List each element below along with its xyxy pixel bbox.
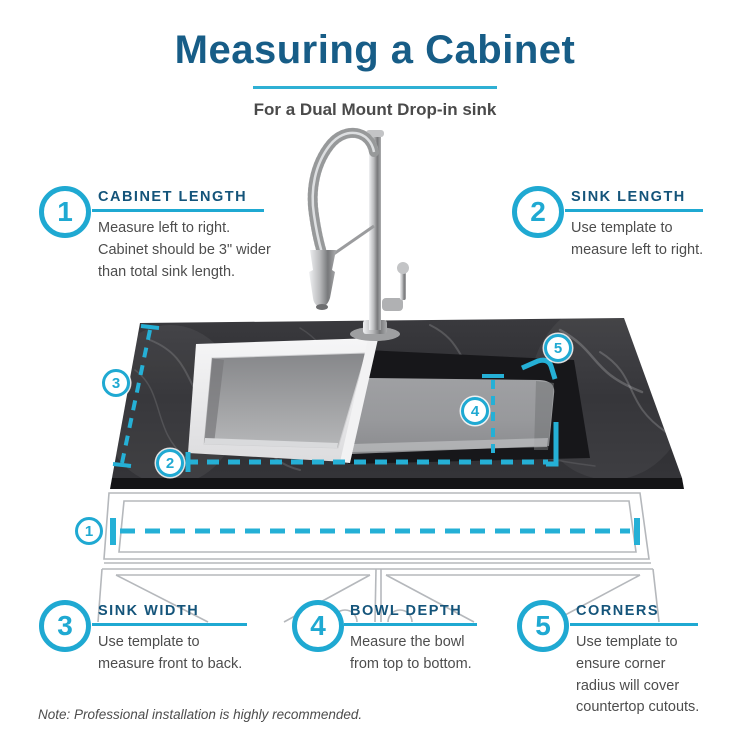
callout-5-rule [570,623,698,626]
callout-3-title: SINK WIDTH [98,603,200,619]
callout-5-circle: 5 [517,600,569,652]
callout-5-title: CORNERS [576,603,660,619]
callout-5-text: Use template to ensure corner radius wil… [576,634,700,716]
page-subtitle: For a Dual Mount Drop-in sink [253,100,497,119]
callout-3-circle: 3 [39,600,91,652]
callout-3-number: 3 [57,610,73,641]
left-sink-bowl [188,338,374,462]
callout-3-text: Use template to measure front to back. [98,634,243,672]
callout-3-rule [92,623,247,626]
callout-4: BOWL DEPTH Measure the bowl from top to … [344,603,477,676]
callout-5: CORNERS Use template to ensure corner ra… [570,603,700,719]
callout-4-text: Measure the bowl from top to bottom. [350,634,472,672]
callout-2-title: SINK LENGTH [571,189,686,205]
measurement-lines [110,324,640,545]
footer-note: Note: Professional installation is highl… [38,707,363,722]
bowl-divider [340,339,378,463]
callout-1-text: Measure left to right. Cabinet should be… [98,220,271,280]
marker-1-cabinet-length: 1 [75,517,103,545]
callout-2-circle: 2 [512,186,564,238]
callout-2-number: 2 [530,196,546,227]
marker-4-bowl-depth: 4 [461,397,489,425]
callout-5-number: 5 [535,610,551,641]
callout-1-circle: 1 [39,186,91,238]
callout-1-title: CABINET LENGTH [98,189,248,205]
callout-2-rule [565,209,703,212]
callout-4-title: BOWL DEPTH [350,603,463,619]
callout-3: SINK WIDTH Use template to measure front… [92,603,247,676]
callout-4-number: 4 [310,610,326,641]
callout-1: CABINET LENGTH Measure left to right. Ca… [92,189,271,283]
callout-1-rule [92,209,264,212]
page-title: Measuring a Cabinet [174,28,576,72]
callout-2-text: Use template to measure left to right. [571,220,704,258]
faucet [307,127,409,341]
callout-4-circle: 4 [292,600,344,652]
callout-1-number: 1 [57,196,73,227]
marker-3-sink-width: 3 [102,369,130,397]
marker-2-sink-length: 2 [156,449,184,477]
cabinet-linework [97,492,660,623]
marker-5-corners: 5 [544,334,572,362]
title-underline [253,86,497,89]
callout-4-rule [344,623,477,626]
callout-2: SINK LENGTH Use template to measure left… [565,189,704,262]
